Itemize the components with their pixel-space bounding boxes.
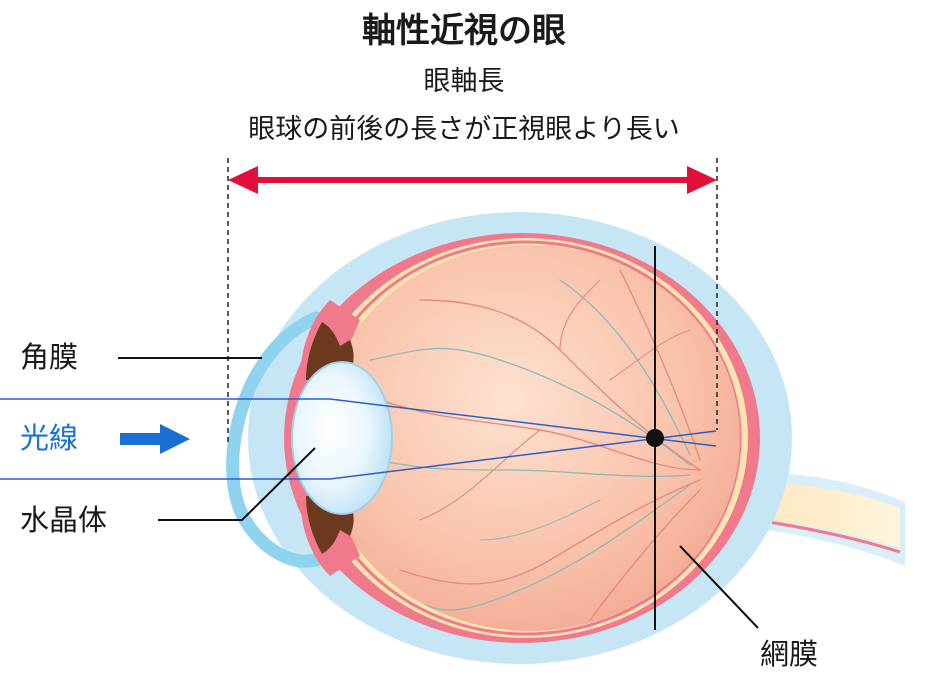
lens-label: 水晶体 — [20, 503, 108, 537]
retina-label: 網膜 — [760, 637, 819, 671]
light-arrow-icon — [120, 424, 190, 454]
light-label: 光線 — [20, 421, 79, 455]
axial-length-arrow — [228, 166, 717, 194]
focal-point — [646, 429, 664, 447]
axial-length-label: 眼軸長 — [423, 66, 505, 97]
leader-retina — [679, 545, 759, 629]
axial-length-description: 眼球の前後の長さが正視眼より長い — [248, 114, 680, 145]
diagram-title: 軸性近視の眼 — [362, 11, 566, 51]
lens — [291, 361, 393, 515]
cornea-label: 角膜 — [20, 340, 79, 374]
leader-lens — [158, 447, 316, 521]
cornea — [226, 311, 323, 568]
